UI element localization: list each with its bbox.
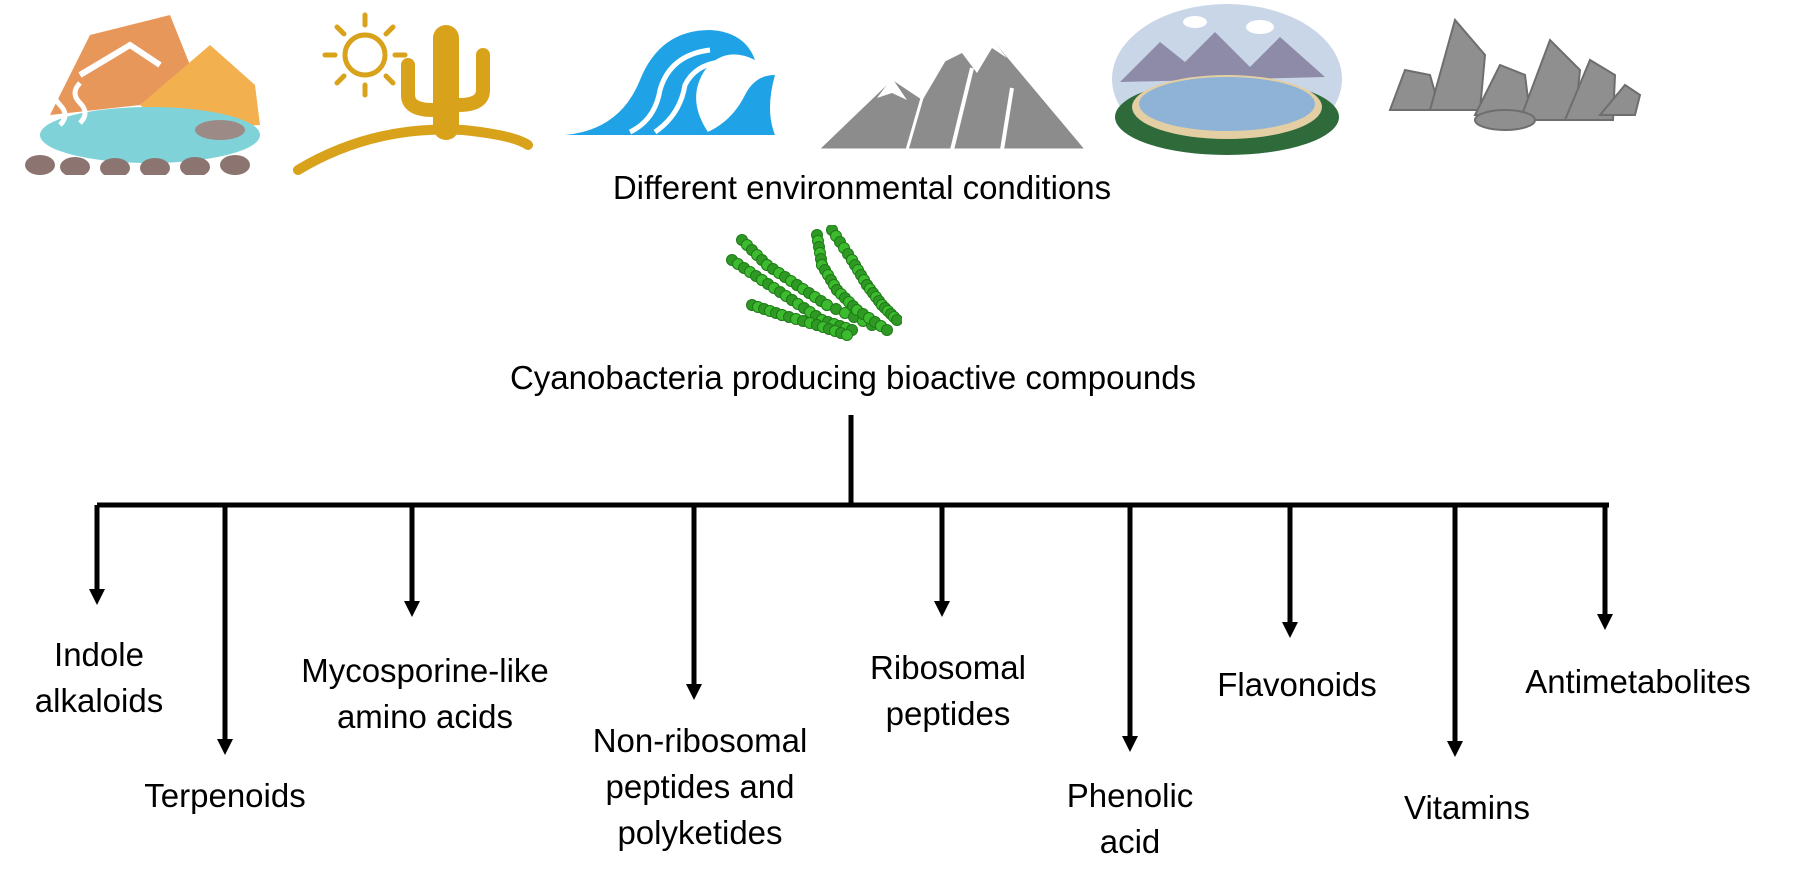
lake-icon	[1112, 4, 1342, 155]
arrow-ribosomal-peptides-head	[934, 601, 950, 617]
hot-spring-icon	[25, 15, 260, 175]
compound-label-antimetabolites: Antimetabolites	[1525, 663, 1751, 700]
cyanobacteria-icon	[726, 225, 902, 341]
arrow-antimetabolites-head	[1597, 614, 1613, 630]
arrow-vitamins-head	[1447, 741, 1463, 757]
arrow-flavonoids-head	[1282, 622, 1298, 638]
ocean-wave-icon	[565, 30, 775, 135]
arrow-mycosporine-like-amino-acids-head	[404, 601, 420, 617]
arrow-phenolic-acid-head	[1122, 736, 1138, 752]
compound-label-vitamins: Vitamins	[1404, 789, 1530, 826]
compound-label-terpenoids: Terpenoids	[144, 777, 306, 814]
arrow-indole-alkaloids-head	[89, 589, 105, 605]
mountain-icon	[813, 10, 1091, 152]
arrow-non-ribosomal-peptides-head	[686, 684, 702, 700]
source-title: Cyanobacteria producing bioactive compou…	[509, 359, 1197, 396]
rocks-icon	[1388, 17, 1642, 131]
desert-icon	[293, 12, 533, 175]
compound-label-flavonoids: Flavonoids	[1217, 666, 1377, 703]
arrow-terpenoids-head	[217, 739, 233, 755]
environment-title: Different environmental conditions	[612, 169, 1112, 206]
